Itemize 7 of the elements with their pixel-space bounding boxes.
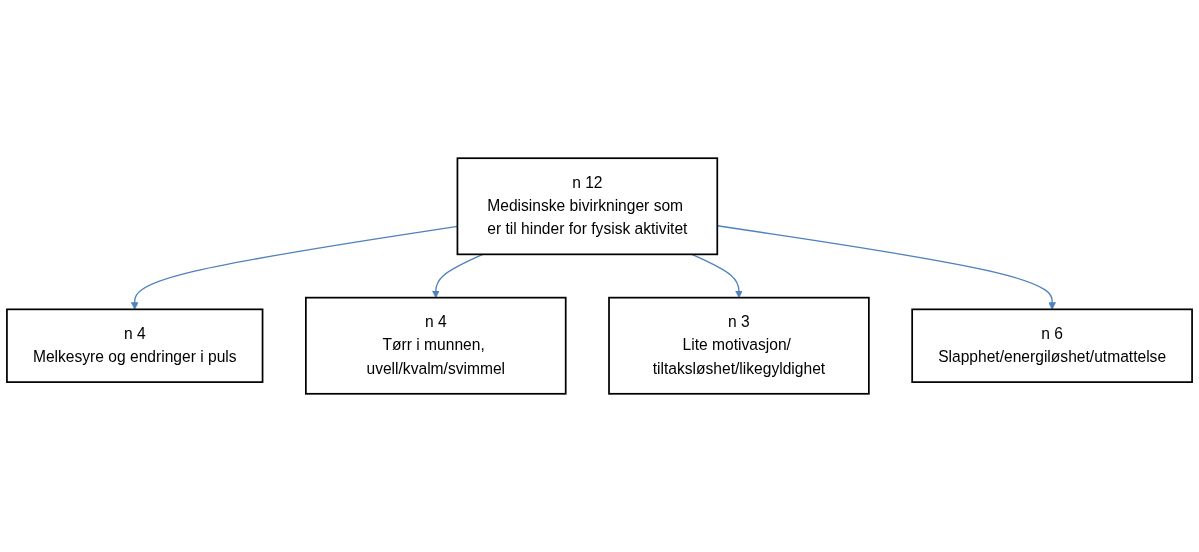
node-box: n 12 Medisinske bivirkninger som er til hinder for fysisk aktivitet — [456, 157, 719, 256]
arrow — [691, 253, 743, 298]
node-box: n 6 Slapphet/energiløshet/utmattelse — [911, 308, 1193, 383]
node-box: n 4 Tørr i munnen, uvell/kvalm/svimmel — [305, 296, 567, 395]
node-box: n 4 Melkesyre og endringer i puls — [6, 308, 264, 383]
node-box: n 3 Lite motivasjon/ tiltaksløshet/likegyldighet — [608, 296, 870, 395]
arrow — [431, 253, 484, 298]
